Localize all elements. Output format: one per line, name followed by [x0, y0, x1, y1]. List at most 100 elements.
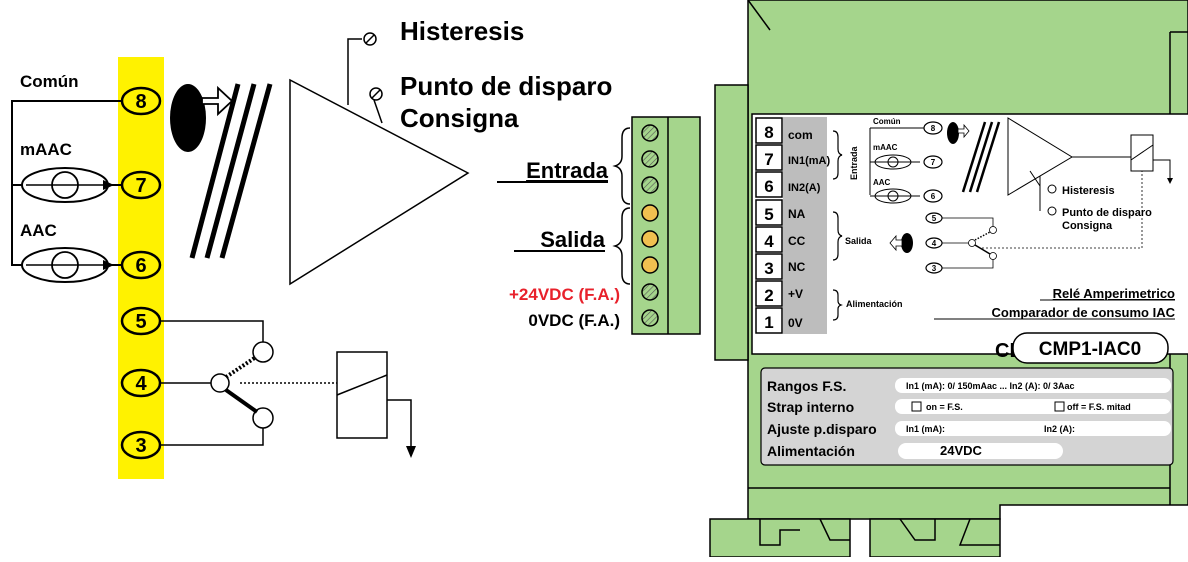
svg-text:4: 4 — [135, 373, 147, 395]
strap-off-checkbox[interactable] — [1054, 401, 1065, 412]
screw-icon — [641, 124, 659, 142]
contact-common-icon — [210, 373, 230, 393]
strap-on-checkbox[interactable] — [911, 401, 922, 412]
comun-label: Común — [20, 72, 79, 91]
punto-disparo-pot-icon — [369, 87, 383, 101]
supply-plus-label: +24VDC (F.A.) — [509, 285, 620, 304]
screw-icon — [641, 283, 659, 301]
svg-text:0V: 0V — [788, 316, 803, 330]
svg-text:8: 8 — [931, 124, 936, 133]
terminal-3: 3 — [120, 430, 162, 460]
rangos-value: In1 (mA): 0/ 150mAac ... In2 (A): 0/ 3Aa… — [906, 381, 1075, 391]
punto-disparo-label: Punto de disparo — [400, 71, 612, 101]
module-entrada-label: Entrada — [849, 145, 859, 180]
terminal-5: 5 — [120, 306, 162, 336]
ajuste-in2: In2 (A): — [1044, 424, 1075, 434]
svg-text:Consigna: Consigna — [1062, 220, 1113, 232]
relay-coil-icon — [336, 351, 416, 458]
screw-terminals — [641, 124, 659, 327]
salida-brace — [612, 207, 631, 285]
strap-label: Strap interno — [767, 399, 854, 415]
svg-text:IN2(A): IN2(A) — [788, 182, 821, 194]
module-mini-schematic: Común 8 mAAC 7 AAC 6 — [869, 117, 1173, 274]
contact-nc-icon — [252, 407, 274, 429]
mini-salida-sensor-icon — [901, 233, 913, 253]
mini-sensor-icon — [947, 122, 959, 144]
svg-text:2: 2 — [764, 286, 773, 305]
contact-na-icon — [252, 341, 274, 363]
svg-text:8: 8 — [764, 123, 773, 142]
entrada-label: Entrada — [526, 158, 609, 183]
module-terminal-row: 4 CC — [755, 226, 806, 253]
svg-text:CC: CC — [788, 234, 806, 248]
module-salida-label: Salida — [845, 236, 873, 246]
aac-current-source-icon — [21, 247, 114, 283]
model-text: CMP1-IAC0 — [1039, 339, 1141, 360]
module-terminal-row: 1 0V — [755, 307, 803, 334]
histeresis-pot-icon — [363, 32, 377, 46]
ajuste-label: Ajuste p.disparo — [767, 421, 877, 437]
svg-text:3: 3 — [135, 435, 146, 457]
isolation-bars-icon — [189, 83, 273, 259]
module-terminal-row: 8 com — [755, 117, 813, 144]
sensor-head-icon — [170, 84, 234, 152]
screw-icon — [641, 204, 659, 222]
screw-icon — [641, 230, 659, 248]
histeresis-label: Histeresis — [400, 16, 524, 46]
svg-text:com: com — [788, 128, 813, 142]
svg-text:7: 7 — [135, 175, 146, 197]
svg-text:IN1(mA): IN1(mA) — [788, 155, 831, 167]
rangos-label: Rangos F.S. — [767, 378, 846, 394]
strap-option-off: off = F.S. mitad — [1067, 402, 1131, 412]
screw-icon — [641, 309, 659, 327]
svg-text:5: 5 — [764, 205, 773, 224]
din-rail-clips — [709, 518, 1001, 558]
module-terminal-rows: 8 com 7 IN1(mA) 6 IN2(A) 5 NA 4 CC — [755, 117, 831, 334]
svg-text:5: 5 — [135, 311, 146, 333]
module-alimentacion-label: Alimentación — [846, 299, 903, 309]
supply-zero-label: 0VDC (F.A.) — [528, 311, 620, 330]
maac-label: mAAC — [20, 140, 72, 159]
svg-text:AAC: AAC — [873, 178, 891, 187]
terminal-8: 8 — [120, 86, 162, 116]
contact-wire-nc — [160, 425, 264, 446]
svg-text:5: 5 — [932, 214, 937, 223]
screw-icon — [641, 150, 659, 168]
svg-text:8: 8 — [135, 91, 146, 113]
entrada-brace — [612, 127, 631, 205]
svg-text:Común: Común — [873, 117, 901, 126]
svg-text:6: 6 — [764, 177, 773, 196]
maac-current-source-icon — [21, 167, 114, 203]
svg-text:mAAC: mAAC — [873, 143, 898, 152]
comparator-triangle — [289, 78, 470, 286]
module-terminal-row: 3 NC — [755, 253, 806, 280]
svg-text:7: 7 — [931, 158, 936, 167]
terminal-6: 6 — [120, 250, 162, 280]
salida-label: Salida — [540, 227, 606, 252]
alimentacion-label: Alimentación — [767, 443, 855, 459]
svg-text:3: 3 — [932, 264, 937, 273]
module-terminal-row: 2 +V — [755, 280, 803, 307]
strap-option-on: on = F.S. — [926, 402, 963, 412]
aac-label: AAC — [20, 221, 57, 240]
screw-icon — [641, 256, 659, 274]
module-title-line1: Relé Amperimetrico — [1053, 286, 1175, 301]
svg-text:6: 6 — [135, 255, 146, 277]
contact-wire-na — [160, 320, 264, 346]
left-schematic: Común mAAC AAC 8 7 6 5 4 3 — [11, 16, 612, 479]
terminal-name-strip — [783, 117, 827, 334]
svg-text:6: 6 — [931, 192, 936, 201]
terminal-4: 4 — [120, 368, 162, 398]
module-title-line2: Comparador de consumo IAC — [992, 305, 1176, 320]
screw-icon — [641, 176, 659, 194]
svg-text:4: 4 — [764, 232, 774, 251]
svg-text:3: 3 — [764, 259, 773, 278]
module-housing: 8 com 7 IN1(mA) 6 IN2(A) 5 NA 4 CC — [709, 0, 1188, 558]
alimentacion-value: 24VDC — [940, 443, 983, 458]
svg-text:4: 4 — [932, 239, 937, 248]
spec-table: Rangos F.S. In1 (mA): 0/ 150mAac ... In2… — [760, 367, 1174, 466]
svg-text:7: 7 — [764, 150, 773, 169]
terminal-7: 7 — [120, 170, 162, 200]
ajuste-in1: In1 (mA): — [906, 424, 945, 434]
